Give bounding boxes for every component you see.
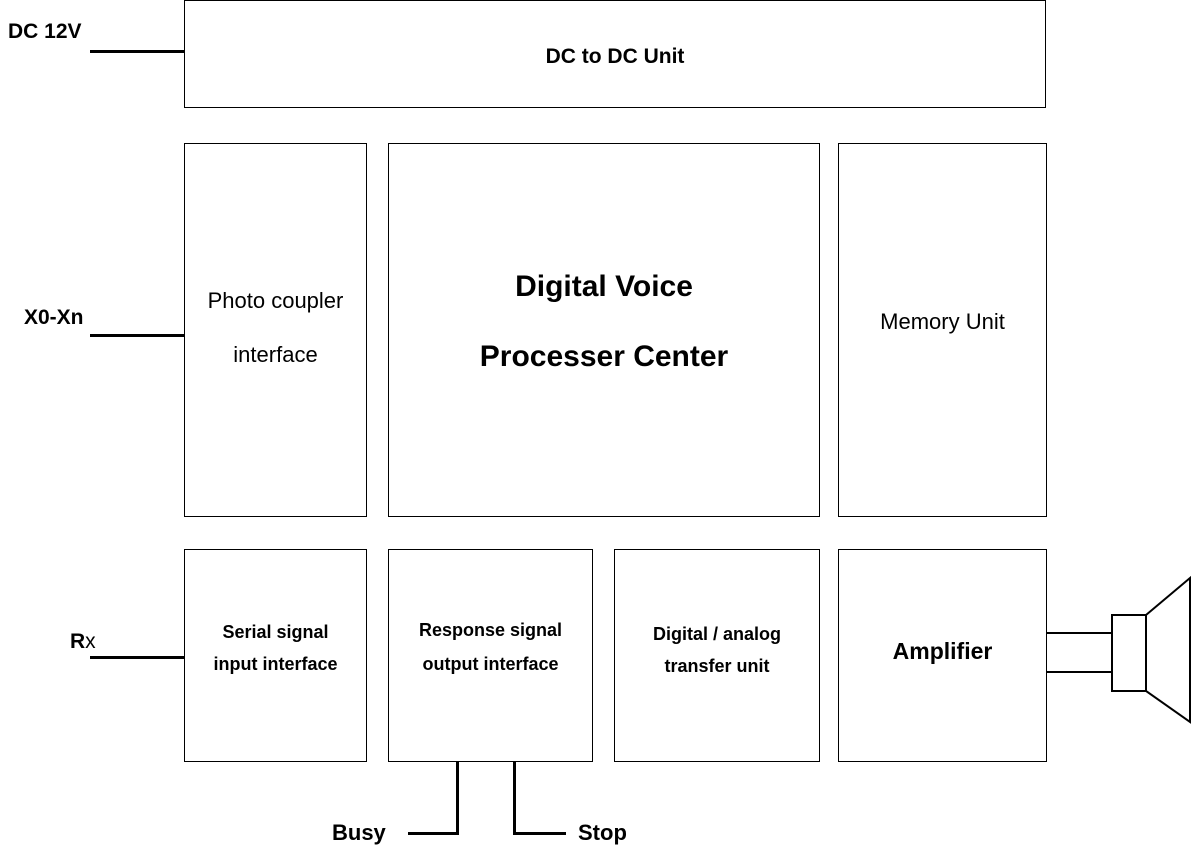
rx-label-r: R <box>70 630 86 653</box>
speaker-magnet <box>1111 614 1147 692</box>
response-output-label-line2: output interface <box>422 654 559 674</box>
x0xn-label: X0-Xn <box>24 306 84 329</box>
stop-label: Stop <box>578 820 627 845</box>
photo-coupler-label-line1: Photo coupler <box>207 288 344 313</box>
dc-to-dc-unit-box <box>184 0 1046 108</box>
speaker-cone <box>1145 575 1191 724</box>
photo-coupler-box <box>184 143 367 517</box>
dac-label-line1: Digital / analog <box>652 624 781 644</box>
photo-coupler-label-line2: interface <box>233 342 318 367</box>
dvpc-label-line2: Processer Center <box>479 340 729 373</box>
amplifier-label: Amplifier <box>892 638 993 664</box>
busy-wire-horizontal <box>408 832 459 835</box>
speaker-icon <box>1046 575 1191 724</box>
dvpc-label-line1: Digital Voice <box>515 270 693 303</box>
dvpc-box <box>388 143 820 517</box>
stop-wire-horizontal <box>513 832 566 835</box>
rx-label-x: x <box>85 630 96 653</box>
dac-label-line2: transfer unit <box>664 656 770 676</box>
dc12v-label: DC 12V <box>8 20 82 43</box>
rx-line <box>90 656 184 659</box>
serial-input-box <box>184 549 367 762</box>
serial-input-label-line1: Serial signal <box>222 622 329 642</box>
memory-unit-label: Memory Unit <box>880 309 1005 334</box>
dc-to-dc-unit-label: DC to DC Unit <box>545 45 685 68</box>
x0xn-line <box>90 334 184 337</box>
stop-wire-vertical <box>513 762 516 834</box>
busy-label: Busy <box>332 820 386 845</box>
serial-input-label-line2: input interface <box>213 654 338 674</box>
response-output-box <box>388 549 593 762</box>
dc12v-line <box>90 50 184 53</box>
dac-box <box>614 549 820 762</box>
busy-wire-vertical <box>456 762 459 834</box>
response-output-label-line1: Response signal <box>418 620 563 640</box>
rx-label: Rx <box>70 630 96 654</box>
amplifier-box <box>838 549 1047 762</box>
memory-unit-box <box>838 143 1047 517</box>
